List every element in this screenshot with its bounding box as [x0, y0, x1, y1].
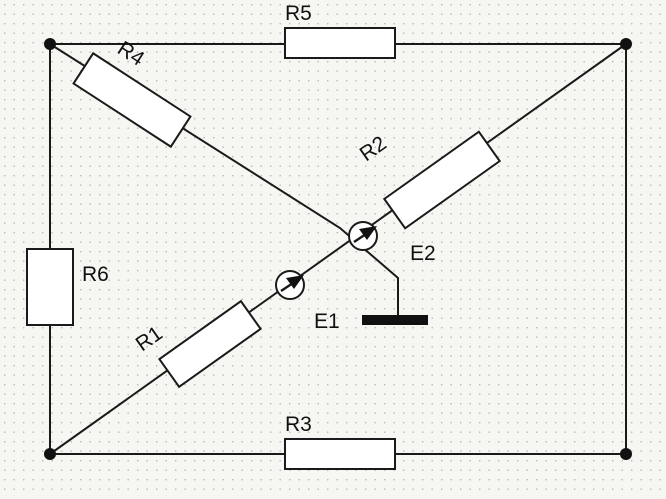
resistor-r6 [26, 248, 74, 326]
label-e1: E1 [314, 310, 340, 333]
resistor-r3 [284, 438, 396, 470]
ground-bar [362, 315, 428, 325]
resistor-r2 [382, 130, 502, 230]
node-top-right [620, 38, 632, 50]
nodes [44, 38, 632, 460]
node-bottom-right [620, 448, 632, 460]
label-r6: R6 [82, 263, 109, 286]
source-e2 [348, 221, 378, 251]
resistor-r5 [284, 27, 396, 59]
node-bottom-left [44, 448, 56, 460]
label-e2: E2 [410, 242, 436, 265]
source-e1-arrow-head [286, 275, 304, 289]
label-r5: R5 [285, 2, 312, 25]
resistors [26, 27, 502, 470]
resistor-r4 [72, 51, 192, 149]
node-top-left [44, 38, 56, 50]
resistor-r1 [158, 299, 262, 389]
source-e2-arrow-head [359, 226, 377, 240]
wire-diagonal-r4 [49, 43, 399, 318]
label-r3: R3 [285, 413, 312, 436]
source-e1 [275, 270, 305, 300]
wire-diagonal-main [49, 43, 627, 455]
